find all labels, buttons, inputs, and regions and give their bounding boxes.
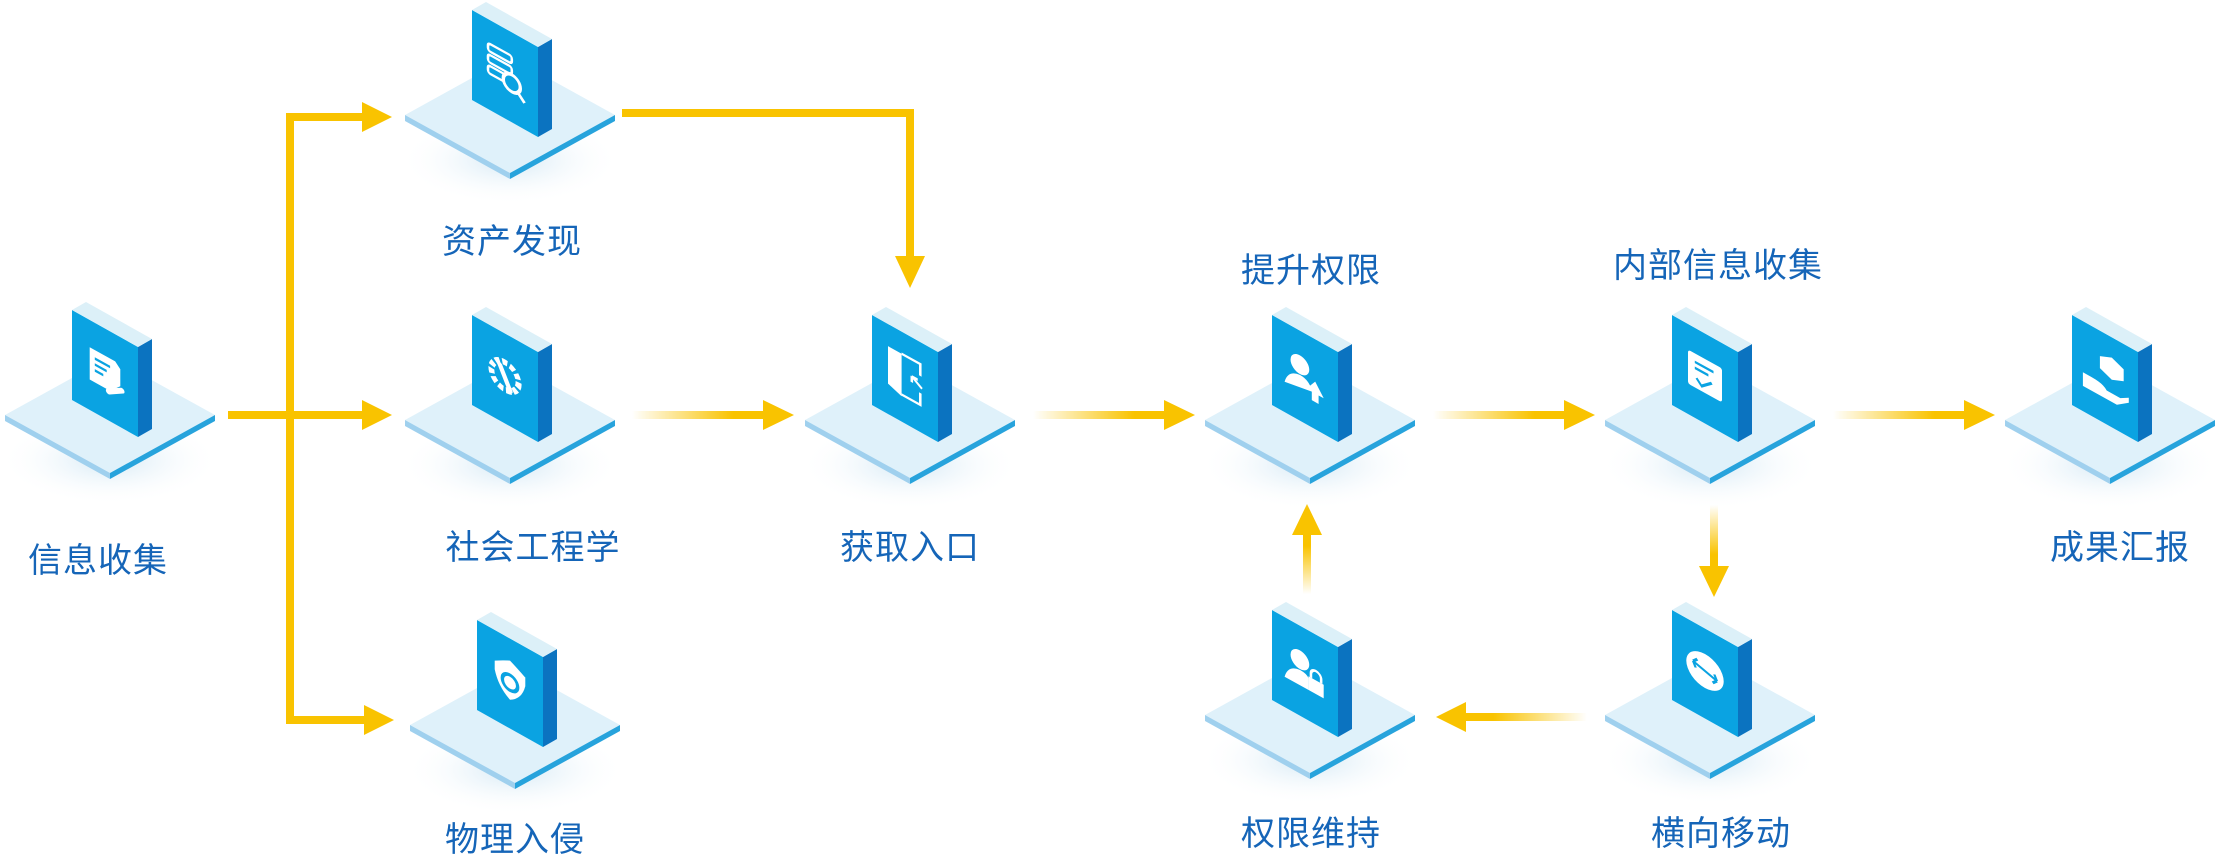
platform-edge-left [1205,420,1310,484]
node-info-gathering [0,302,220,505]
block-side [2138,344,2152,442]
arrowhead-privilege-up [1292,504,1322,535]
node-label-physical-intrusion: 物理入侵 [445,820,585,860]
platform-edge-left [2005,420,2110,484]
edge-internal-to-report [1833,411,1968,419]
user-upgrade-icon [1284,353,1324,404]
server-search-icon [486,42,526,104]
node-privilege-escalation [1200,307,1420,510]
arrowhead-internal-right [1564,400,1595,430]
edge-info-to-physical [286,415,372,724]
document-edit-icon [89,347,125,395]
node-label-lateral-movement: 横向移动 [1651,814,1791,854]
gear-wrench-icon [488,357,522,395]
block-top [472,2,552,47]
block-top [2072,307,2152,352]
node-label-asset-discovery: 资产发现 [442,222,582,262]
block-side [543,649,557,747]
node-label-privilege-escalation: 提升权限 [1241,251,1381,291]
node-lateral-movement [1600,602,1820,805]
platform-edge-left [405,420,510,484]
node-label-report-results: 成果汇报 [2050,528,2190,568]
edge-privilege-to-internal [1433,411,1568,419]
node-report-results [2000,307,2220,510]
platform-edge-right [515,725,620,789]
node-label-info-gathering: 信息收集 [28,541,168,581]
node-physical-intrusion [405,612,625,815]
block-top [872,307,952,352]
hand-box-icon [2082,356,2129,405]
arrowhead-asset [362,102,392,132]
block-front [1272,315,1338,442]
platform-edge-right [910,420,1015,484]
block-side [138,339,152,437]
platform-edge-left [405,115,510,179]
platform-edge-right [2110,420,2215,484]
platform-edge-right [1710,715,1815,779]
arrowhead-lateral-down [1699,566,1729,597]
node-social-engineering [400,307,620,510]
edge-internal-to-lateral [1710,505,1718,571]
platform-edge-left [805,420,910,484]
block-top [477,612,557,657]
block-side [538,39,552,137]
user-lock-icon [1284,648,1324,699]
block-side [1738,639,1752,737]
shield-refresh-icon [494,660,526,700]
node-internal-info-gathering [1600,307,1820,510]
platform-edge-left [5,415,110,479]
platform-edge-left [410,725,515,789]
edge-persistence-to-privilege [1303,530,1311,594]
edge-info-to-asset [228,113,370,419]
block-top [1672,602,1752,647]
node-label-gain-entry: 获取入口 [840,528,980,568]
block-top [472,307,552,352]
platform-edge-left [1605,420,1710,484]
block-top [1272,602,1352,647]
edge-entry-to-privilege [1033,411,1168,419]
platform-edge-right [110,415,215,479]
node-label-internal-info-gathering: 内部信息收集 [1613,246,1823,286]
arrowhead-entry-right [763,400,794,430]
block-side [1338,639,1352,737]
node-persistence [1200,602,1420,805]
arrowhead-report-right [1964,400,1995,430]
platform-edge-left [1605,715,1710,779]
block-top [1272,307,1352,352]
platform-edge-right [510,420,615,484]
arrowhead-persistence-left [1436,702,1466,732]
node-gain-entry [800,307,1020,510]
block-side [1738,344,1752,442]
edge-lateral-to-persistence [1462,713,1587,721]
swap-arrows-icon [1686,651,1724,691]
block-side [938,344,952,442]
platform-edge-right [510,115,615,179]
arrowhead-privilege-right [1164,400,1195,430]
edge-social-to-entry [632,411,767,419]
edge-asset-to-entry [622,109,914,262]
platform-edge-right [1310,715,1415,779]
checklist-icon [1687,350,1723,402]
block-top [72,302,152,347]
block-side [1338,344,1352,442]
arrowhead-social [362,400,392,430]
block-side [538,344,552,442]
block-top [1672,307,1752,352]
platform-edge-left [1205,715,1310,779]
arrowhead-physical [364,705,394,735]
platform-edge-right [1710,420,1815,484]
node-label-persistence: 权限维持 [1241,814,1381,854]
block-front [2072,315,2138,442]
door-enter-icon [887,346,923,407]
node-asset-discovery [400,2,620,205]
node-label-social-engineering: 社会工程学 [445,528,621,568]
arrowhead-entry-down [895,256,925,288]
platform-edge-right [1310,420,1415,484]
